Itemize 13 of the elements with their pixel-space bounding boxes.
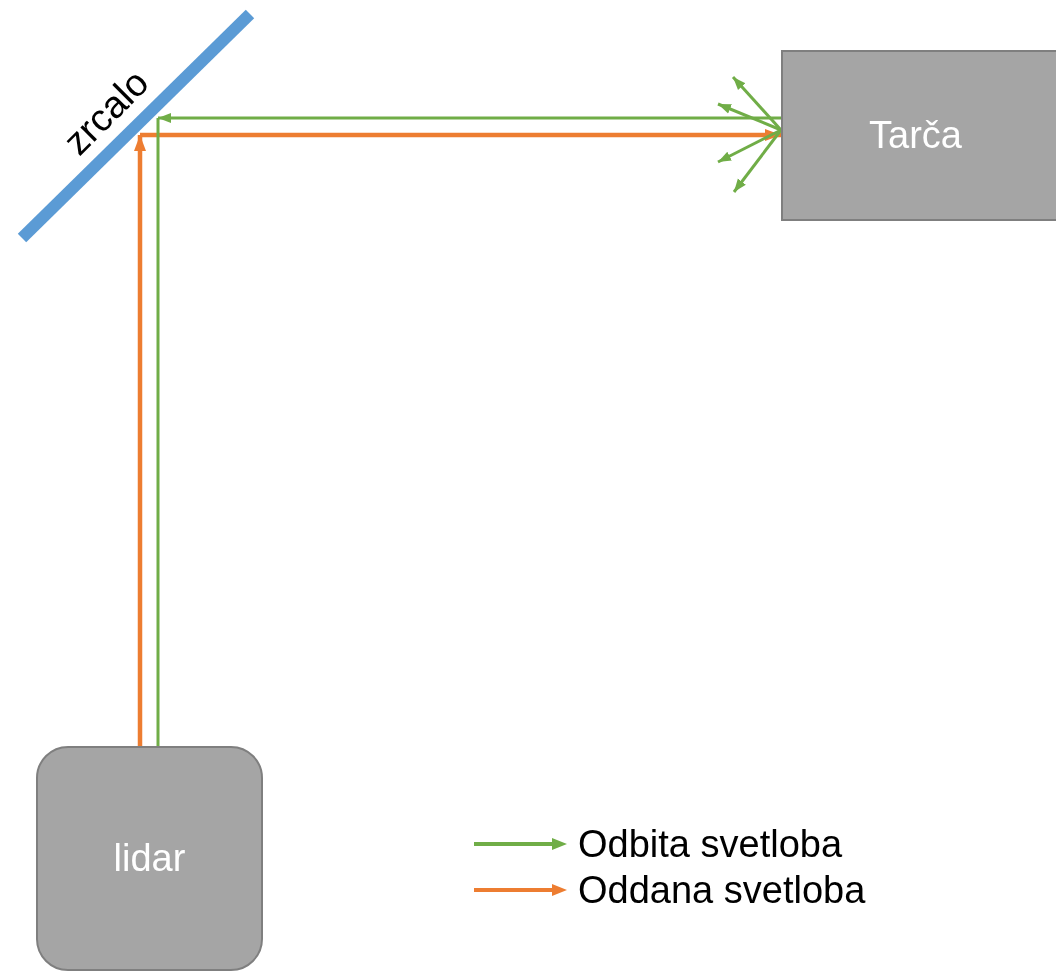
legend-label: Odbita svetloba	[578, 822, 843, 866]
node-label: lidar	[113, 836, 186, 881]
target-box	[781, 50, 1056, 221]
arrow	[158, 113, 781, 123]
arrow	[717, 102, 782, 132]
arrow	[731, 76, 783, 131]
arrow	[732, 129, 783, 193]
device-box	[36, 746, 263, 971]
node-label: Tarča	[869, 113, 962, 158]
arrow	[140, 129, 781, 141]
legend-label: Oddana svetloba	[578, 868, 866, 912]
arrow	[717, 128, 782, 164]
arrow	[134, 135, 146, 746]
